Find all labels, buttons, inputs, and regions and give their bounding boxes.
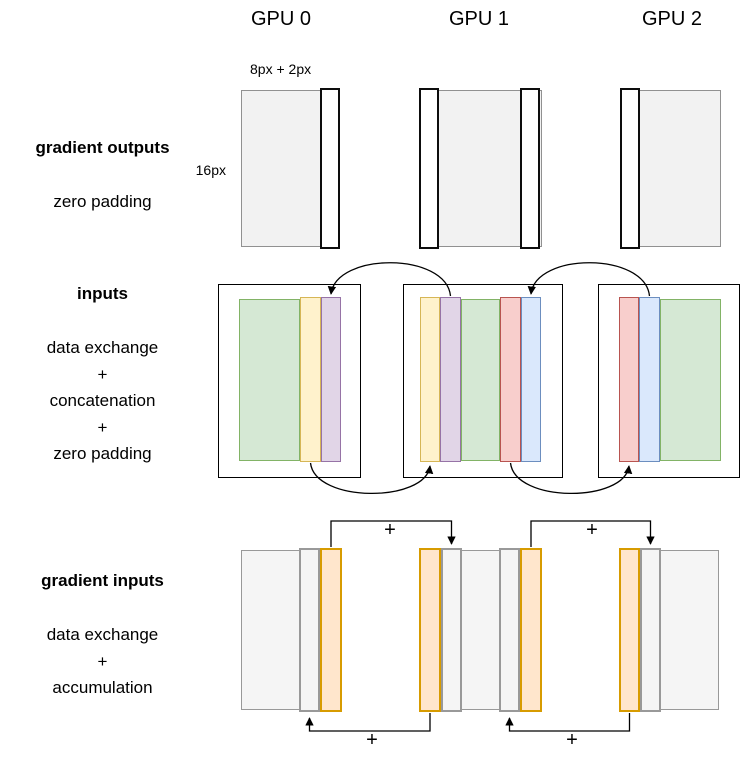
row1-title: gradient outputs: [35, 138, 170, 157]
row2-line: zero padding: [53, 444, 152, 463]
plus-operator: +: [366, 729, 378, 751]
row2-gpu0-purple-halo: [321, 297, 341, 462]
gpu1-header: GPU 1: [448, 8, 510, 30]
row2-gpu0-yellow-halo: [300, 297, 321, 462]
row1-gpu0-right-padding-stripe: [320, 88, 340, 249]
row2-plus: +: [97, 364, 108, 384]
row2-gpu2-green-segment: [660, 299, 721, 461]
plus-operator: +: [586, 519, 598, 541]
row1-gpu2-left-padding-stripe: [620, 88, 640, 249]
row3-gpu0-gray-stripe: [299, 548, 320, 712]
row2-line: data exchange: [46, 338, 159, 357]
row2-gpu0-green-segment: [239, 299, 300, 461]
row3-gpu1-right-orange-halo: [520, 548, 542, 712]
row2-gpu1-blue-halo: [521, 297, 541, 462]
row2-gpu1-green-segment: [461, 299, 500, 461]
row2-plus: +: [97, 417, 108, 437]
row3-gpu2-gray-stripe: [640, 548, 661, 712]
row2-title: inputs: [77, 284, 128, 303]
row2-label: inputs data exchange + concatenation + z…: [0, 281, 205, 468]
row2-gpu2-blue-halo: [639, 297, 660, 462]
row3-title: gradient inputs: [41, 571, 164, 590]
row2-gpu2-red-halo: [619, 297, 639, 462]
gpu0-header: GPU 0: [250, 8, 312, 30]
height-dimension-label: 16px: [195, 162, 226, 178]
row3-label: gradient inputs data exchange + accumula…: [0, 568, 205, 702]
row3-line: accumulation: [52, 678, 153, 697]
row1-gpu1-left-padding-stripe: [419, 88, 439, 249]
row3-gpu1-right-gray-stripe: [499, 548, 520, 712]
row3-gpu0-orange-halo: [320, 548, 342, 712]
gpu2-header: GPU 2: [641, 8, 703, 30]
row1-line: zero padding: [53, 192, 152, 211]
row2-gpu1-red-halo: [500, 297, 521, 462]
row3-line: data exchange: [46, 625, 159, 644]
width-dimension-label: 8px + 2px: [250, 61, 312, 77]
row3-plus: +: [97, 651, 108, 671]
row3-gpu2-orange-halo: [619, 548, 640, 712]
row1-gpu1-right-padding-stripe: [520, 88, 540, 249]
plus-operator: +: [384, 519, 396, 541]
row3-gpu1-left-gray-stripe: [441, 548, 462, 712]
plus-operator: +: [566, 729, 578, 751]
row2-gpu1-purple-halo: [440, 297, 461, 462]
row1-label: gradient outputs zero padding: [0, 135, 205, 216]
row3-gpu1-left-orange-halo: [419, 548, 441, 712]
row2-gpu1-yellow-halo: [420, 297, 440, 462]
row2-line: concatenation: [49, 391, 156, 410]
